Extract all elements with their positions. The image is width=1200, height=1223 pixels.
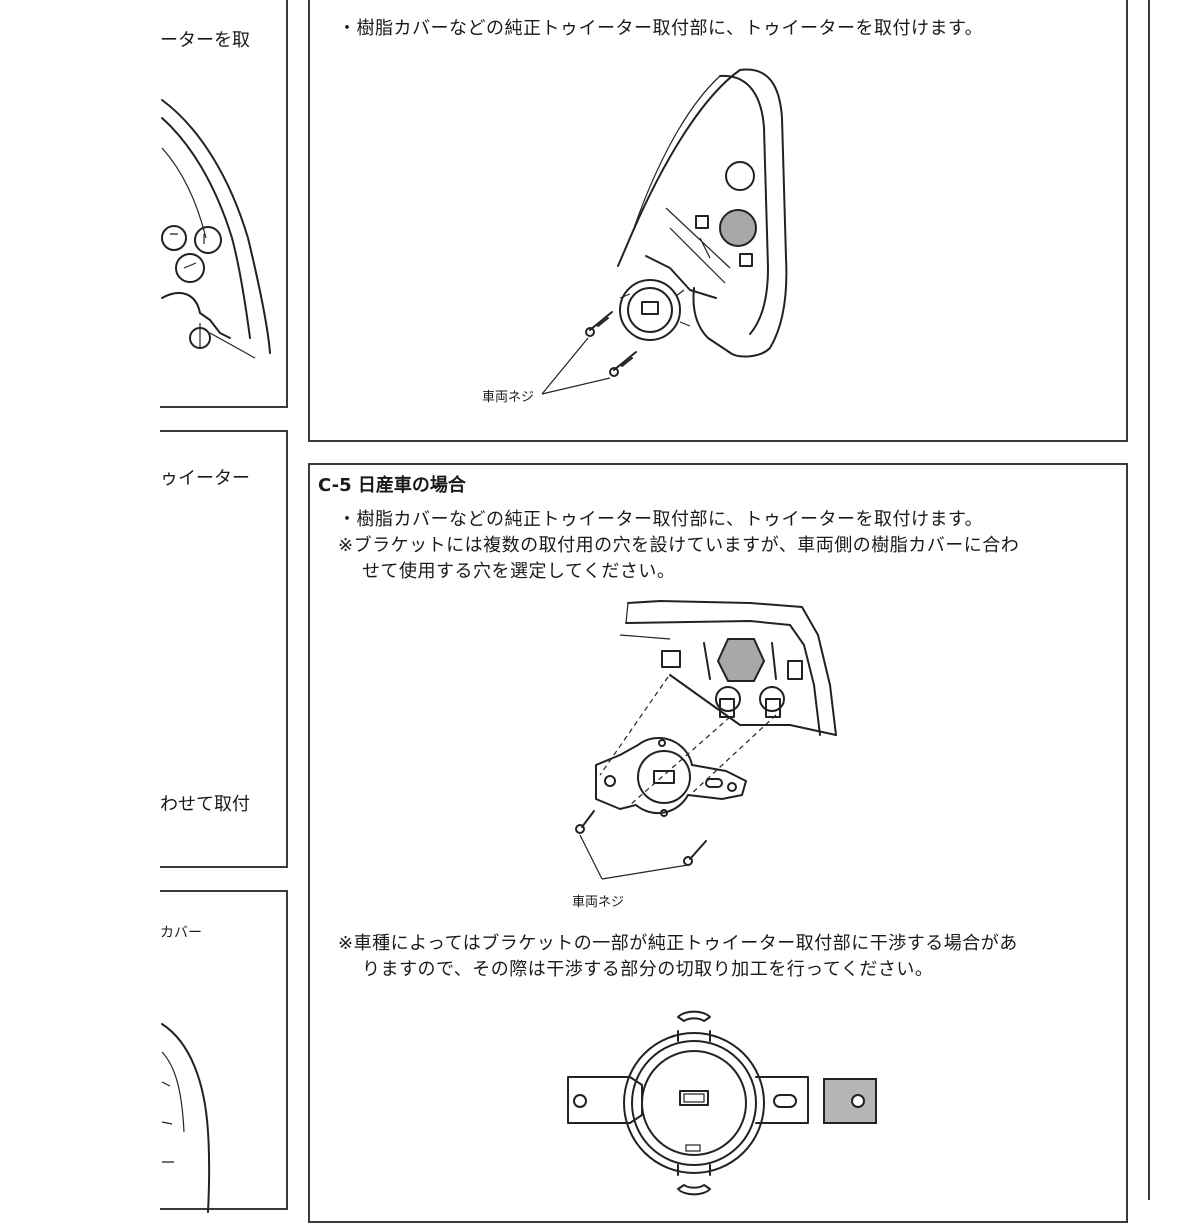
left-top-fragment: ーターを取 [160,30,250,51]
page-right-border [1148,0,1150,1200]
left-top-illustration [161,99,271,359]
section-c5-panel: C-5 日産車の場合 ・樹脂カバーなどの純正トゥイーター取付部に、トゥイーターを… [308,463,1128,1223]
section-c5-note2-line2: りますので、その際は干渉する部分の切取り加工を行ってください。 [362,959,934,980]
left-middle-panel: ゥイーター わせて取付 [160,430,288,868]
section-c5-illustration [575,600,837,880]
section-top-screw-label: 車両ネジ [482,390,535,405]
section-c5-heading: C-5 日産車の場合 [318,475,466,496]
left-mid-fragment-2: わせて取付 [160,794,250,815]
left-bottom-panel: カバー [160,890,288,1213]
section-top-panel: ・樹脂カバーなどの純正トゥイーター取付部に、トゥイーターを取付けます。 車両ネジ [308,0,1128,442]
section-c5-note-line1: ※ブラケットには複数の取付用の穴を設けていますが、車両側の樹脂カバーに合わ [338,535,1020,556]
bracket-cut-diagram [567,1010,877,1196]
left-mid-fragment-1: ゥイーター [160,468,250,489]
left-bottom-fragment: カバー [160,925,202,941]
section-c5-note2-line1: ※車種によってはブラケットの一部が純正トゥイーター取付部に干渉する場合があ [338,933,1018,954]
left-bottom-illustration [161,1023,211,1213]
section-top-bullet: ・樹脂カバーなどの純正トゥイーター取付部に、トゥイーターを取付けます。 [338,18,984,39]
left-top-panel: ーターを取 [160,0,288,408]
section-c5-screw-label: 車両ネジ [572,895,625,910]
section-c5-note-line2: せて使用する穴を選定してください。 [362,561,676,582]
section-top-illustration [541,68,788,395]
section-c5-bullet: ・樹脂カバーなどの純正トゥイーター取付部に、トゥイーターを取付けます。 [338,509,984,530]
